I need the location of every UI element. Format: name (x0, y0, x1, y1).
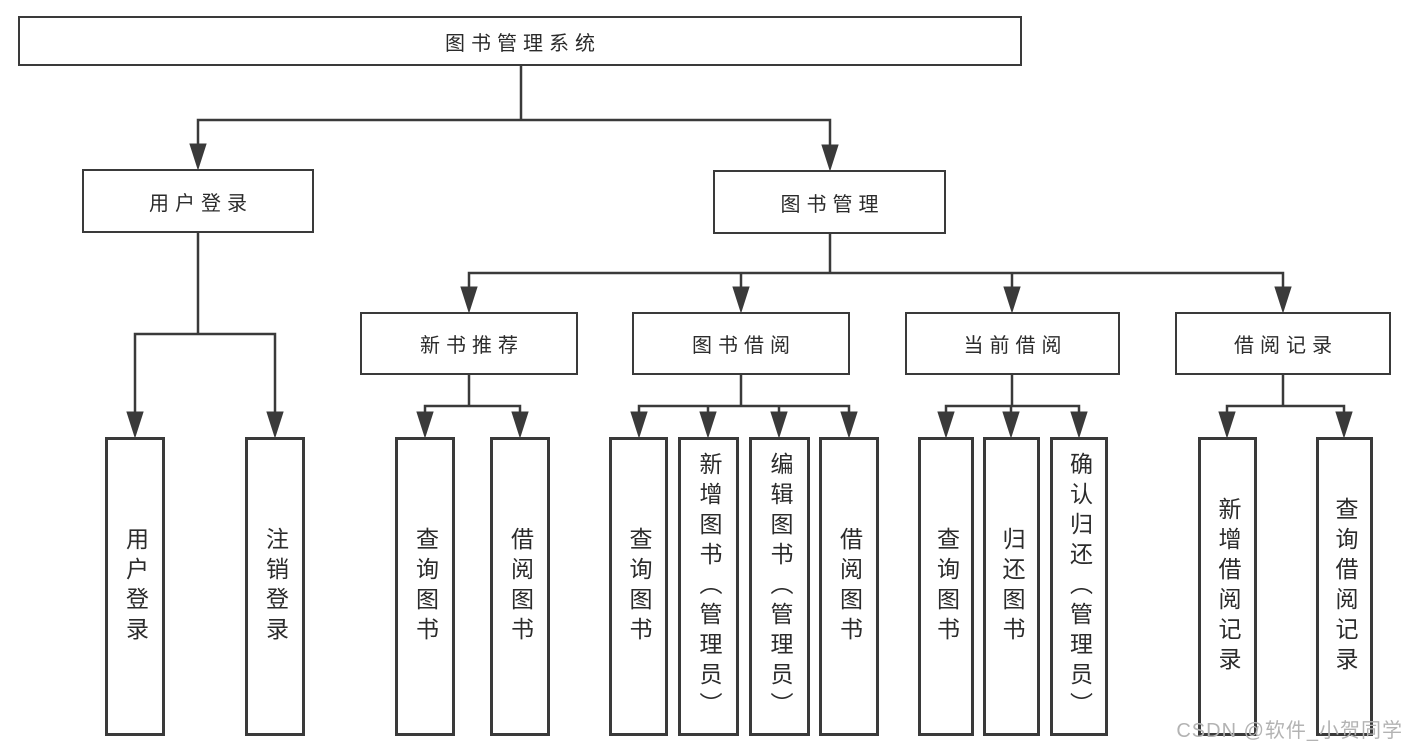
node-book-borrowing: 图书借阅 (632, 312, 850, 375)
arrowheads (126, 143, 1353, 439)
leaf-add-book-admin: 新增图书（管理员） (678, 437, 739, 736)
leaf-return-book: 归还图书 (983, 437, 1040, 736)
node-book-management: 图书管理 (713, 170, 946, 234)
node-new-book-recommend: 新书推荐 (360, 312, 578, 375)
leaf-query-borrow-record: 查询借阅记录 (1316, 437, 1373, 736)
node-borrowing-records: 借阅记录 (1175, 312, 1391, 375)
leaf-query-books-current: 查询图书 (918, 437, 974, 736)
leaf-add-borrow-record: 新增借阅记录 (1198, 437, 1257, 736)
leaf-borrow-books-borrowing: 借阅图书 (819, 437, 879, 736)
leaf-query-books-recommend: 查询图书 (395, 437, 455, 736)
node-root-library-system: 图书管理系统 (18, 16, 1022, 66)
leaf-user-login: 用户登录 (105, 437, 165, 736)
node-current-borrowing: 当前借阅 (905, 312, 1120, 375)
leaf-borrow-books-recommend: 借阅图书 (490, 437, 550, 736)
leaf-logout: 注销登录 (245, 437, 305, 736)
leaf-query-books-borrowing: 查询图书 (609, 437, 668, 736)
csdn-watermark: CSDN @软件_小贺同学 (1176, 720, 1403, 742)
node-user-login: 用户登录 (82, 169, 314, 233)
leaf-edit-book-admin: 编辑图书（管理员） (749, 437, 810, 736)
leaf-confirm-return-admin: 确认归还（管理员） (1050, 437, 1108, 736)
